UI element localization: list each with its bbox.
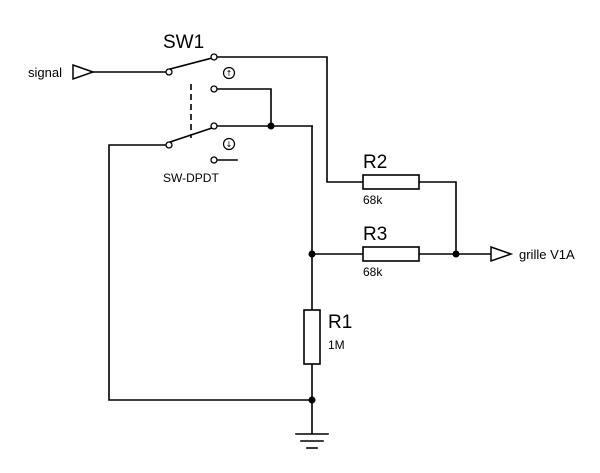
resistor-r3-body xyxy=(362,246,420,262)
junctions xyxy=(267,122,460,404)
junction-dot xyxy=(267,122,275,130)
input-arrow-icon xyxy=(72,63,96,81)
switch-ref-label: SW1 xyxy=(163,32,204,53)
resistor-r2-body xyxy=(362,174,420,190)
resistor-r2: R2 68k xyxy=(362,152,420,207)
junction-dot xyxy=(452,250,460,258)
down-arrow-icon xyxy=(222,137,236,151)
resistor-r1-ref: R1 xyxy=(328,312,352,333)
output-label: grille V1A xyxy=(519,247,575,262)
resistor-r1: R1 1M xyxy=(303,309,352,365)
wire-switch-to-ground xyxy=(108,144,313,401)
switch-type-label: SW-DPDT xyxy=(163,171,219,185)
junction-dot xyxy=(308,250,316,258)
signal-input-port: signal xyxy=(28,63,96,81)
switch-common-contact-a xyxy=(165,68,173,76)
wire-throw-a2 xyxy=(217,88,272,127)
switch-throw-contact-a2 xyxy=(210,85,218,93)
ground-icon xyxy=(295,433,329,449)
switch-sw1: SW1 ↑ ↓ SW-DPDT xyxy=(163,32,238,185)
resistor-r1-value: 1M xyxy=(328,338,345,352)
switch-common-contact-b xyxy=(165,141,173,149)
resistor-r2-value: 68k xyxy=(363,193,383,207)
resistor-r2-ref: R2 xyxy=(363,152,387,173)
up-arrow-icon xyxy=(222,66,236,80)
output-arrow-icon xyxy=(490,245,514,263)
up-arrow-glyph: ↑ xyxy=(226,69,233,78)
wire-r2-to-output xyxy=(418,181,457,255)
wire-switch-to-r2 xyxy=(216,56,364,183)
switch-blade-a xyxy=(169,57,213,70)
signal-label: signal xyxy=(28,65,62,80)
output-port: grille V1A xyxy=(490,245,575,263)
switch-throw-contact-a1 xyxy=(210,53,218,61)
switch-throw-contact-b2 xyxy=(210,156,218,164)
switch-throw-contact-b1 xyxy=(210,122,218,130)
resistor-r3-ref: R3 xyxy=(363,224,387,245)
resistor-r3: R3 68k xyxy=(362,224,420,279)
wires xyxy=(92,56,492,434)
resistor-r3-value: 68k xyxy=(363,265,383,279)
resistor-r1-body xyxy=(303,309,321,365)
down-arrow-glyph: ↓ xyxy=(226,140,233,149)
junction-dot xyxy=(308,396,316,404)
